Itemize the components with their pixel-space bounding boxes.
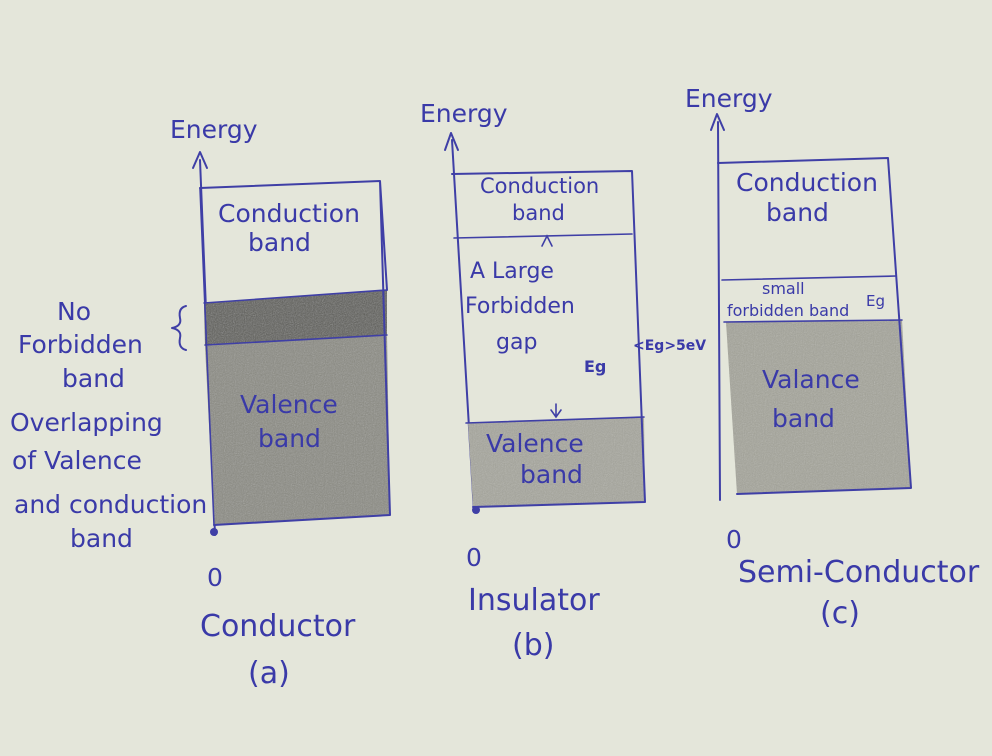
semiconductor-title: Semi-Conductor bbox=[738, 555, 980, 590]
conductor-title: Conductor bbox=[200, 609, 356, 644]
conductor-conduction-label-1: Conduction bbox=[218, 199, 360, 228]
semiconductor-origin-label: 0 bbox=[726, 525, 742, 554]
insulator-axis-label: Energy bbox=[420, 99, 508, 128]
insulator-gap-symbol: Eg bbox=[584, 357, 606, 376]
insulator-gap-down-arrow-icon bbox=[550, 403, 562, 419]
semiconductor-diagram: Energy 0 Conduction band small forbidden… bbox=[685, 84, 980, 631]
insulator-caption: (b) bbox=[512, 628, 554, 663]
insulator-conduction-label-1: Conduction bbox=[480, 174, 599, 198]
insulator-diagram: Energy 0 Conduction band A Large Forbidd… bbox=[420, 99, 706, 663]
conductor-axis-label: Energy bbox=[170, 115, 258, 144]
semiconductor-valence-top bbox=[723, 319, 903, 323]
conductor-overlap-band bbox=[204, 290, 387, 345]
conductor-overlap-1: Overlapping bbox=[10, 408, 163, 437]
conductor-no-gap-2: Forbidden bbox=[18, 330, 143, 359]
insulator-valence-top bbox=[465, 416, 645, 424]
conductor-conduction-label-2: band bbox=[248, 228, 311, 257]
insulator-origin-label: 0 bbox=[466, 543, 482, 572]
semiconductor-axis-arrow-icon bbox=[710, 113, 725, 131]
insulator-gap-label-3: gap bbox=[496, 330, 537, 355]
semiconductor-band-outline bbox=[717, 157, 912, 495]
conductor-top-overlap-line bbox=[203, 289, 388, 304]
semiconductor-gap-symbol: Eg bbox=[866, 292, 885, 310]
conductor-band-outline bbox=[199, 180, 391, 526]
insulator-valence-label-1: Valence bbox=[486, 429, 584, 458]
insulator-gap-label-1: A Large bbox=[470, 259, 554, 284]
semiconductor-conduction-bottom bbox=[721, 275, 897, 281]
insulator-origin-dot bbox=[472, 506, 480, 514]
insulator-conduction-bottom bbox=[453, 233, 633, 239]
conductor-brace-icon bbox=[171, 305, 187, 351]
semiconductor-axis-label: Energy bbox=[685, 84, 773, 113]
insulator-valence-label-2: band bbox=[520, 460, 583, 489]
semiconductor-gap-label-1: small bbox=[762, 279, 805, 298]
conductor-overlap-2: of Valence bbox=[12, 446, 142, 475]
insulator-valence-band bbox=[468, 417, 645, 507]
conductor-overlap-4: band bbox=[70, 524, 133, 553]
conductor-no-gap-1: No bbox=[57, 297, 91, 326]
semiconductor-gap-label-2: forbidden band bbox=[727, 301, 849, 320]
conductor-left-edge bbox=[199, 187, 215, 526]
insulator-band-outline bbox=[451, 170, 646, 508]
conductor-valence-label-1: Valence bbox=[240, 390, 338, 419]
semiconductor-valence-label-2: band bbox=[772, 404, 835, 433]
semiconductor-conduction-label-2: band bbox=[766, 198, 829, 227]
semiconductor-valence-band bbox=[726, 320, 911, 494]
conductor-bottom-overlap-line bbox=[204, 334, 388, 346]
insulator-gap-up-arrow-icon bbox=[541, 234, 553, 247]
semiconductor-conduction-label-1: Conduction bbox=[736, 168, 878, 197]
conductor-diagram: Energy 0 Conduction band Valence band No… bbox=[10, 115, 391, 691]
insulator-conduction-label-2: band bbox=[512, 201, 565, 225]
insulator-title: Insulator bbox=[468, 583, 600, 618]
conductor-caption: (a) bbox=[248, 656, 290, 691]
semiconductor-caption: (c) bbox=[820, 596, 860, 631]
insulator-gap-value: <Eg>5eV bbox=[633, 338, 706, 354]
conductor-origin-dot bbox=[210, 528, 218, 536]
conductor-axis-arrow-icon bbox=[192, 151, 208, 169]
conductor-overlap-3: and conduction bbox=[14, 490, 207, 519]
conductor-valence-band bbox=[205, 335, 390, 525]
insulator-axis-arrow-icon bbox=[444, 132, 459, 151]
semiconductor-energy-axis bbox=[717, 121, 721, 501]
conductor-no-gap-3: band bbox=[62, 364, 125, 393]
conductor-origin-label: 0 bbox=[207, 563, 223, 592]
semiconductor-valence-label-1: Valance bbox=[762, 365, 860, 394]
conductor-valence-label-2: band bbox=[258, 424, 321, 453]
insulator-gap-label-2: Forbidden bbox=[465, 294, 575, 319]
